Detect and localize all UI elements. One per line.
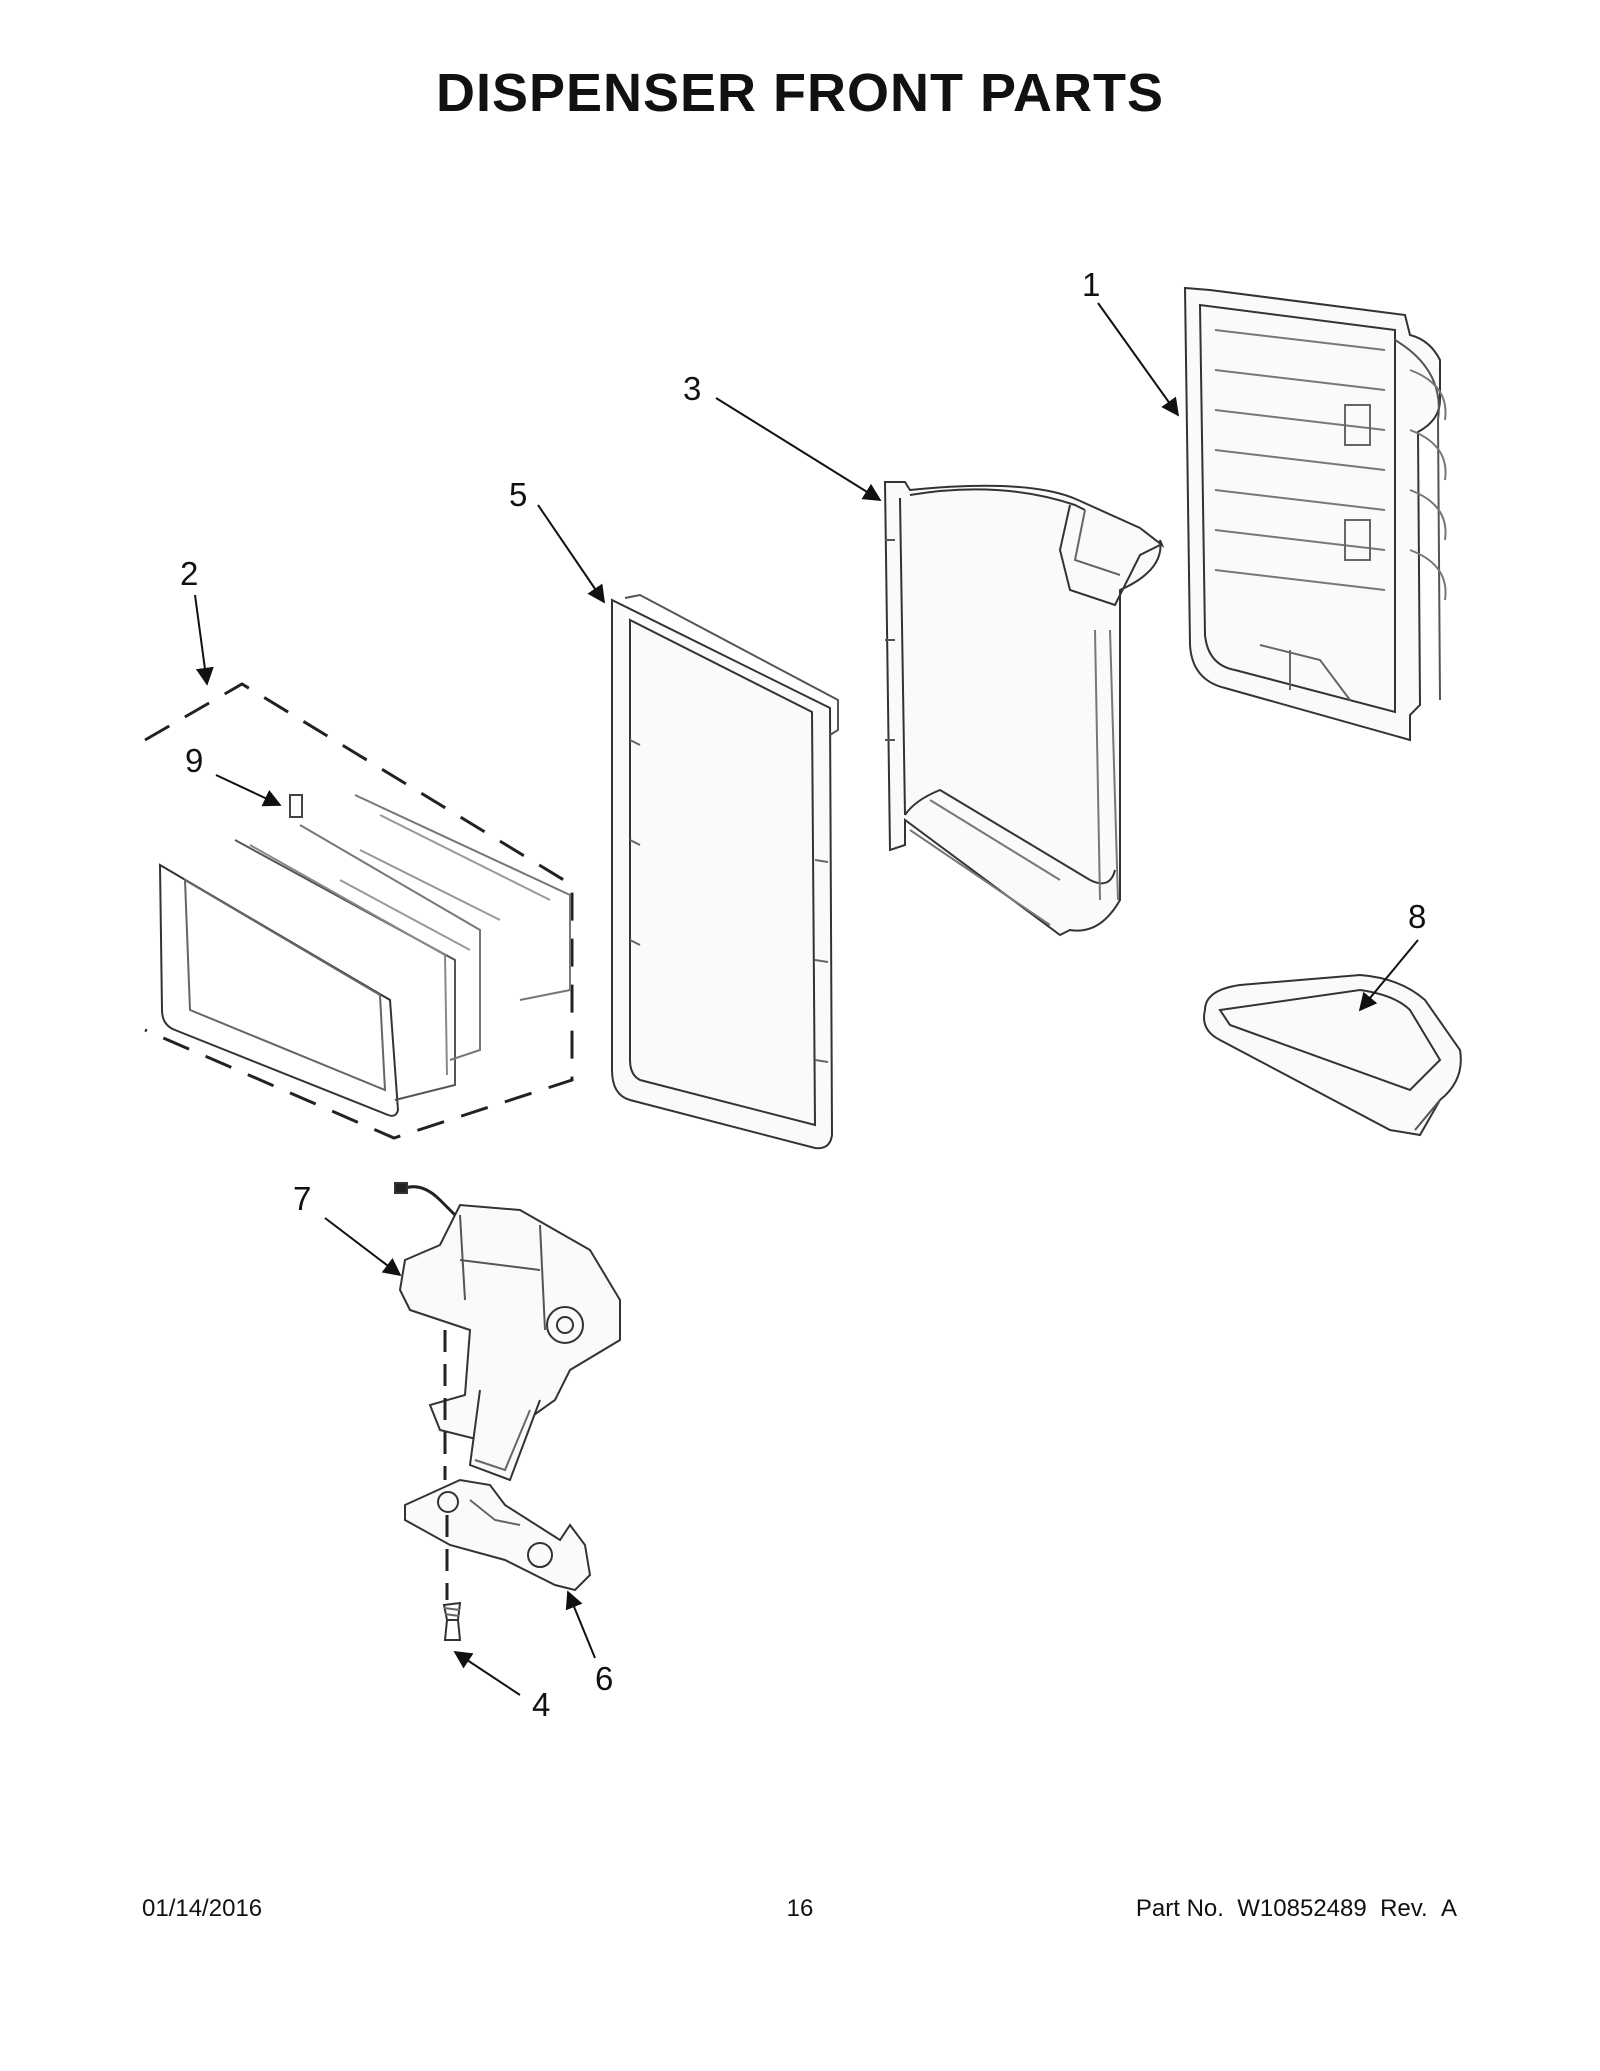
part-8-drip-tray [1203, 973, 1462, 1137]
callout-8: 8 [1408, 898, 1426, 935]
footer-rev-label: Rev. [1380, 1895, 1428, 1922]
callout-1: 1 [1082, 266, 1100, 303]
footer-date: 01/14/2016 [142, 1895, 263, 1922]
callout-3: 3 [683, 370, 701, 407]
callout-9: 9 [185, 742, 203, 779]
assembly-centerlines [443, 1330, 449, 1600]
callout-6: 6 [595, 1660, 613, 1697]
part-3-ice-chute [883, 481, 1165, 937]
part-1-dispenser-housing [1183, 286, 1447, 742]
callout-4: 4 [532, 1686, 550, 1723]
callout-5: 5 [509, 476, 527, 513]
footer-page-number: 16 [786, 1895, 814, 1922]
callout-2: 2 [180, 555, 198, 592]
part-4-screw [442, 1601, 462, 1641]
footer-part-label: Part No. [1135, 1895, 1224, 1922]
footer-part-info: Part No. W10852489 Rev. A [1136, 1895, 1457, 1923]
part-2-control-panel-assembly [144, 682, 574, 1140]
callout-7: 7 [293, 1180, 311, 1217]
footer-part-number: W10852489 [1237, 1895, 1367, 1922]
page-title: DISPENSER FRONT PARTS [435, 63, 1165, 123]
leader-arrows [194, 302, 1419, 1696]
footer-rev-value: A [1440, 1895, 1457, 1922]
part-5-frame [611, 593, 839, 1150]
part-6-paddle [404, 1478, 592, 1592]
part-7-actuator-assembly [394, 1182, 621, 1482]
